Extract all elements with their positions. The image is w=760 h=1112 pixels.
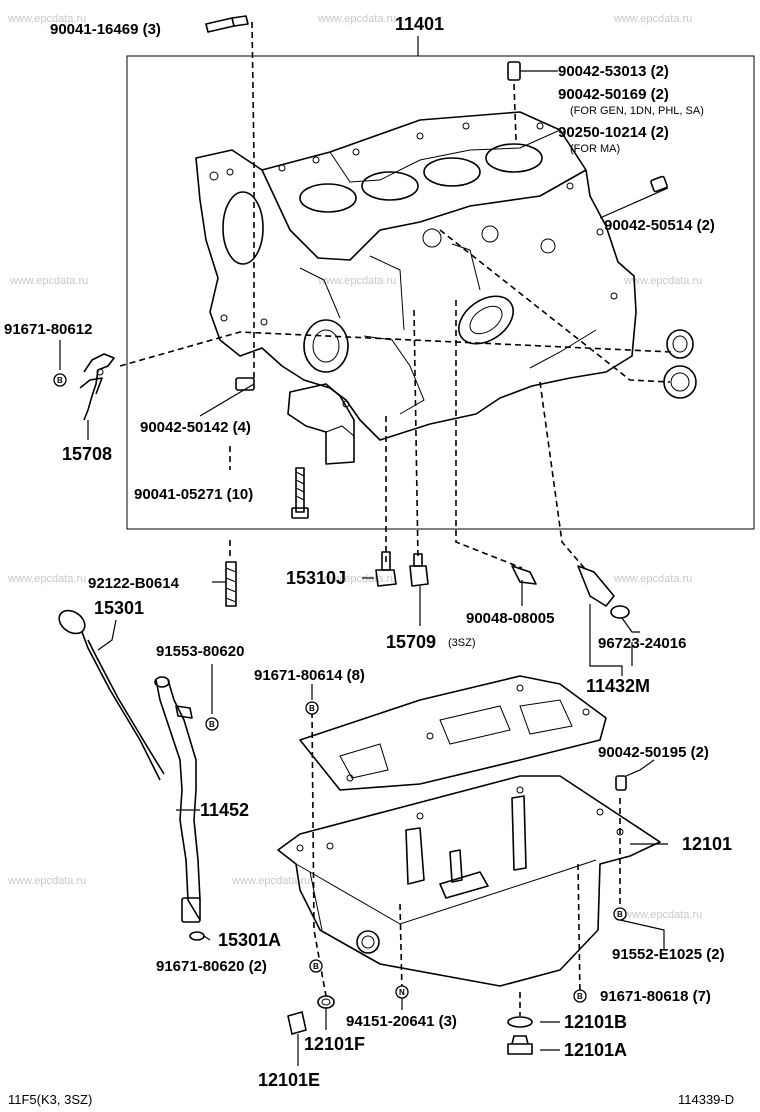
b-marker-icon: B [613,907,627,921]
part-label: 12101A [564,1040,627,1060]
oil-pan-reference-lines [311,711,621,1016]
watermark-text: www.epcdata.ru [7,875,86,887]
diagram-code-right: 114339-D [678,1092,734,1107]
svg-text:B: B [57,376,63,385]
watermark-text: www.epcdata.ru [623,909,702,921]
part-label: 11432M [586,676,650,696]
cylinder-block-number: 11401 [395,14,444,34]
part-label: 91671-80612 [4,321,92,338]
svg-text:B: B [313,962,319,971]
part-label: 15709 [386,632,436,652]
cylinder-block-frame [126,55,755,530]
part-label: 91553-80620 [156,643,244,660]
marker-symbols: B B B B B B N [53,373,627,1003]
b-marker-icon: B [53,373,67,387]
watermark-text: www.epcdata.ru [623,275,702,287]
part-label: 12101B [564,1012,627,1032]
part-label: 12101F [304,1034,365,1054]
part-label: 90042-50195 (2) [598,744,709,761]
svg-text:B: B [577,992,583,1001]
watermark-text: www.epcdata.ru [613,13,692,25]
leader-lines [59,70,669,1066]
part-label: 90042-50142 (4) [140,419,251,436]
cylinder-block-illustration [79,15,697,519]
application-note: (3SZ) [448,637,476,649]
part-labels: 90041-16469 (3) 90042-53013 (2) 90042-50… [4,21,732,1090]
b-marker-icon: B [305,701,319,715]
part-label: 90250-10214 (2) [558,124,669,141]
n-marker-icon: N [395,985,409,999]
oil-pan-illustration [277,675,661,1055]
part-label: 91552-E1025 (2) [612,946,725,963]
part-label: 15708 [62,444,112,464]
b-marker-icon: B [573,989,587,1003]
part-label: 90041-16469 (3) [50,21,161,38]
oil-gauge-illustration [58,609,205,941]
diagram-code-left: 11F5(K3, 3SZ) [8,1092,92,1107]
svg-text:B: B [617,910,623,919]
svg-text:B: B [209,720,215,729]
part-label: 15310J [286,568,346,588]
b-marker-icon: B [205,717,219,731]
application-note: (FOR MA) [570,143,620,155]
b-marker-icon: B [309,959,323,973]
part-label: 12101E [258,1070,320,1090]
watermark-text: www.epcdata.ru [613,573,692,585]
part-label: 90041-05271 (10) [134,486,253,503]
part-label: 91671-80618 (7) [600,988,711,1005]
watermark-text: www.epcdata.ru [7,13,86,25]
watermark-text: www.epcdata.ru [9,275,88,287]
part-label: 92122-B0614 [88,575,180,592]
part-label: 90042-53013 (2) [558,63,669,80]
watermark-text: www.epcdata.ru [317,275,396,287]
watermark-text: www.epcdata.ru [231,875,310,887]
part-label: 96723-24016 [598,635,686,652]
svg-text:N: N [399,988,405,997]
part-label: 90048-08005 [466,610,554,627]
watermark-text: www.epcdata.ru [317,13,396,25]
watermark-text: www.epcdata.ru [7,573,86,585]
block-reference-lines [119,21,673,571]
part-label: 12101 [682,834,732,854]
part-label: 91671-80614 (8) [254,667,365,684]
part-label: 94151-20641 (3) [346,1013,457,1030]
sensor-and-valve-parts [225,551,630,619]
part-label: 11452 [200,800,249,820]
part-label: 90042-50514 (2) [604,217,715,234]
part-label: 15301 [94,598,144,618]
svg-text:B: B [309,704,315,713]
part-label: 90042-50169 (2) [558,86,669,103]
part-label: 91671-80620 (2) [156,958,267,975]
application-note: (FOR GEN, 1DN, PHL, SA) [570,105,704,117]
part-label: 15301A [218,930,281,950]
